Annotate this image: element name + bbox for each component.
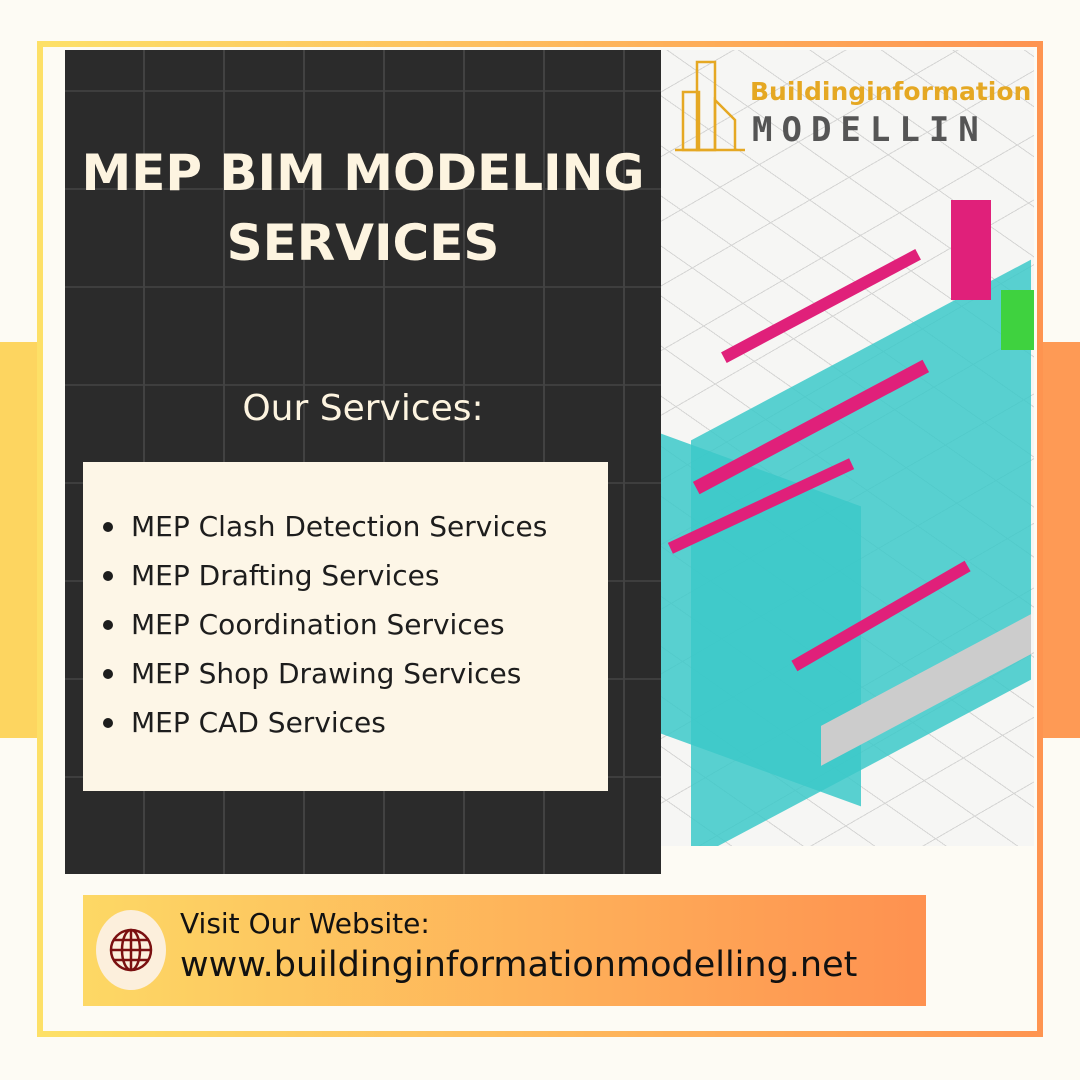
service-item: MEP Shop Drawing Services [103, 649, 608, 698]
bullet-icon [103, 521, 113, 532]
service-item: MEP Clash Detection Services [103, 502, 608, 551]
service-item: MEP CAD Services [103, 698, 608, 747]
service-label: MEP Clash Detection Services [131, 510, 548, 543]
service-label: MEP Coordination Services [131, 608, 505, 641]
service-item: MEP Drafting Services [103, 551, 608, 600]
bullet-icon [103, 668, 113, 679]
right-accent-block [1040, 342, 1080, 738]
services-box: MEP Clash Detection Services MEP Draftin… [83, 462, 608, 791]
website-banner[interactable]: Visit Our Website: www.buildinginformati… [83, 895, 926, 1006]
logo-text-top: Buildinginformation [750, 77, 1032, 106]
website-label: Visit Our Website: [180, 907, 430, 940]
logo-text-bottom: MODELLIN [752, 110, 988, 150]
company-logo: Buildinginformation MODELLIN [675, 60, 1031, 160]
title-line-1: MEP BIM MODELING [81, 144, 645, 202]
page-title: MEP BIM MODELING SERVICES [65, 138, 661, 278]
service-label: MEP CAD Services [131, 706, 386, 739]
website-url-link[interactable]: www.buildinginformationmodelling.net [180, 945, 858, 985]
bullet-icon [103, 570, 113, 581]
bullet-icon [103, 619, 113, 630]
service-item: MEP Coordination Services [103, 600, 608, 649]
services-heading: Our Services: [242, 388, 484, 429]
bullet-icon [103, 717, 113, 728]
service-label: MEP Drafting Services [131, 559, 440, 592]
building-logo-icon [675, 60, 745, 152]
title-line-2: SERVICES [226, 214, 500, 272]
service-label: MEP Shop Drawing Services [131, 657, 522, 690]
globe-icon [96, 910, 166, 990]
left-accent-block [0, 342, 40, 738]
mep-model-image [661, 50, 1034, 846]
